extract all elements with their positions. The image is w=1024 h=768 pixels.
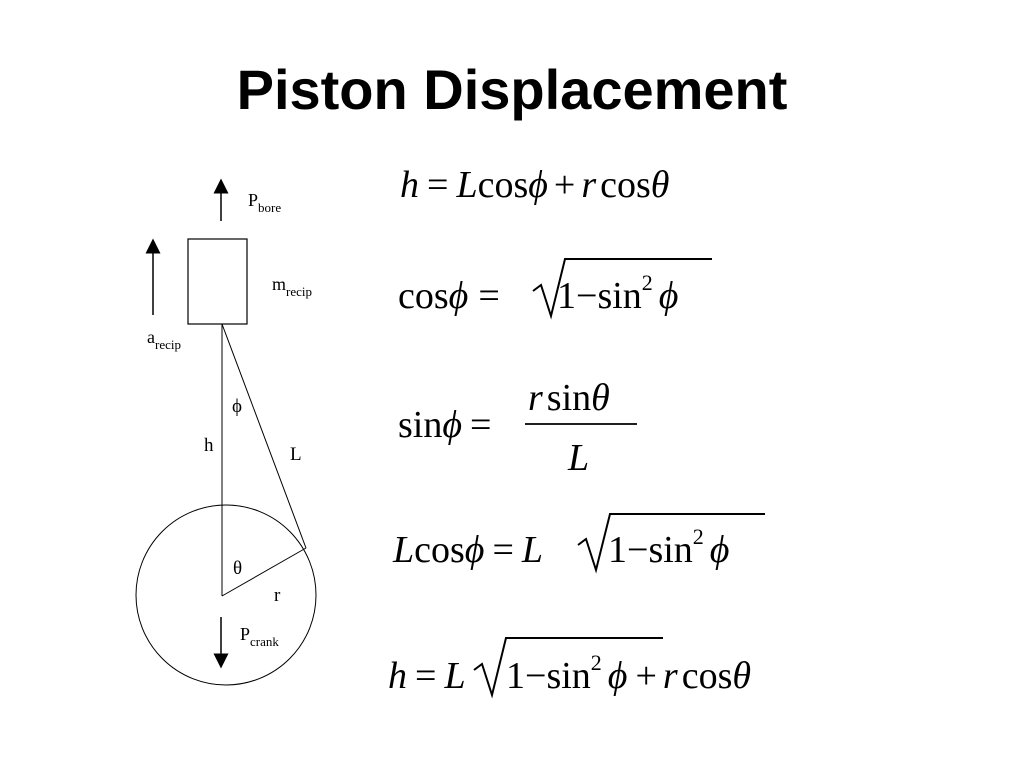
eq4-cos: cos — [414, 529, 465, 571]
eq3-denominator: L — [567, 437, 589, 479]
eq5-minus: − — [525, 655, 546, 697]
eq3-num-r: r — [528, 377, 543, 419]
eq2-phi: ϕ — [449, 275, 469, 317]
eq5-phi: ϕ — [608, 655, 628, 697]
eq1-equals: = — [427, 164, 448, 206]
eq2-one: 1 — [557, 275, 576, 317]
eq2-sin: sin — [597, 275, 641, 317]
a-recip-label: arecip — [147, 327, 181, 352]
eq3-num-theta: θ — [591, 377, 610, 419]
phi-label: ϕ — [232, 396, 242, 417]
equation-5: h=L — [388, 655, 466, 697]
p-crank-sub: crank — [250, 634, 279, 649]
eq5-equals: = — [415, 655, 436, 697]
eq2-cos: cos — [398, 275, 449, 317]
eq1-r: r — [581, 164, 596, 206]
m-recip-label: mrecip — [272, 274, 312, 299]
p-bore-label: Pbore — [248, 190, 281, 215]
eq5-r: r — [663, 655, 678, 697]
eq2-sqrt-sign — [532, 258, 712, 320]
eq5-sqrt-sign — [473, 637, 663, 699]
slide-title: Piston Displacement — [236, 58, 788, 121]
eq3-equals: = — [470, 404, 491, 446]
eq1-cos2: cos — [600, 164, 651, 206]
p-bore-main: P — [248, 190, 258, 210]
eq5-plus: + — [635, 655, 656, 697]
p-bore-sub: bore — [258, 200, 281, 215]
eq2-phi2: ϕ — [659, 275, 679, 317]
eq1-cos: cos — [478, 164, 529, 206]
eq3-phi: ϕ — [442, 404, 462, 446]
eq3-sin: sin — [398, 404, 442, 446]
eq2-minus: − — [576, 275, 597, 317]
piston-block — [187, 238, 248, 325]
eq2-squared: 2 — [642, 270, 653, 295]
eq5-squared: 2 — [591, 650, 602, 675]
eq5-theta: θ — [732, 655, 751, 697]
eq1-L: L — [455, 164, 477, 206]
crank-line — [221, 547, 307, 597]
a-recip-main: a — [147, 327, 155, 347]
a-recip-sub: recip — [155, 337, 181, 352]
eq5-cos: cos — [682, 655, 733, 697]
eq4-L: L — [392, 529, 414, 571]
crank-circle — [135, 504, 317, 686]
eq4-L2: L — [521, 529, 543, 571]
eq1-phi: ϕ — [528, 164, 548, 206]
eq1-theta: θ — [651, 164, 670, 206]
equation-3: sinϕ= — [398, 404, 491, 446]
eq4-phi: ϕ — [465, 529, 485, 571]
L-label: L — [290, 444, 302, 465]
m-recip-main: m — [272, 274, 286, 294]
eq4-squared: 2 — [693, 524, 704, 549]
r-label: r — [274, 585, 281, 606]
connecting-rod-line — [221, 323, 307, 549]
eq4-equals: = — [492, 529, 513, 571]
eq4-minus: − — [627, 529, 648, 571]
eq1-lhs: h — [400, 164, 419, 206]
p-crank-main: P — [240, 624, 250, 644]
eq5-sin: sin — [546, 655, 590, 697]
eq4-phi2: ϕ — [710, 529, 730, 571]
eq4-sin: sin — [648, 529, 692, 571]
equation-2: cosϕ= — [398, 275, 500, 317]
m-recip-sub: recip — [286, 284, 312, 299]
p-crank-label: Pcrank — [240, 624, 279, 649]
h-label: h — [204, 435, 214, 456]
eq4-sqrt-sign — [577, 513, 765, 574]
eq2-equals: = — [478, 275, 499, 317]
eq1-plus: + — [554, 164, 575, 206]
equation-4: Lcosϕ=L — [392, 529, 543, 571]
eq5-one: 1 — [506, 655, 525, 697]
theta-label: θ — [233, 558, 242, 579]
eq5-L: L — [443, 655, 465, 697]
eq4-one: 1 — [608, 529, 627, 571]
eq3-num-sin: sin — [547, 377, 591, 419]
eq5-h: h — [388, 655, 407, 697]
